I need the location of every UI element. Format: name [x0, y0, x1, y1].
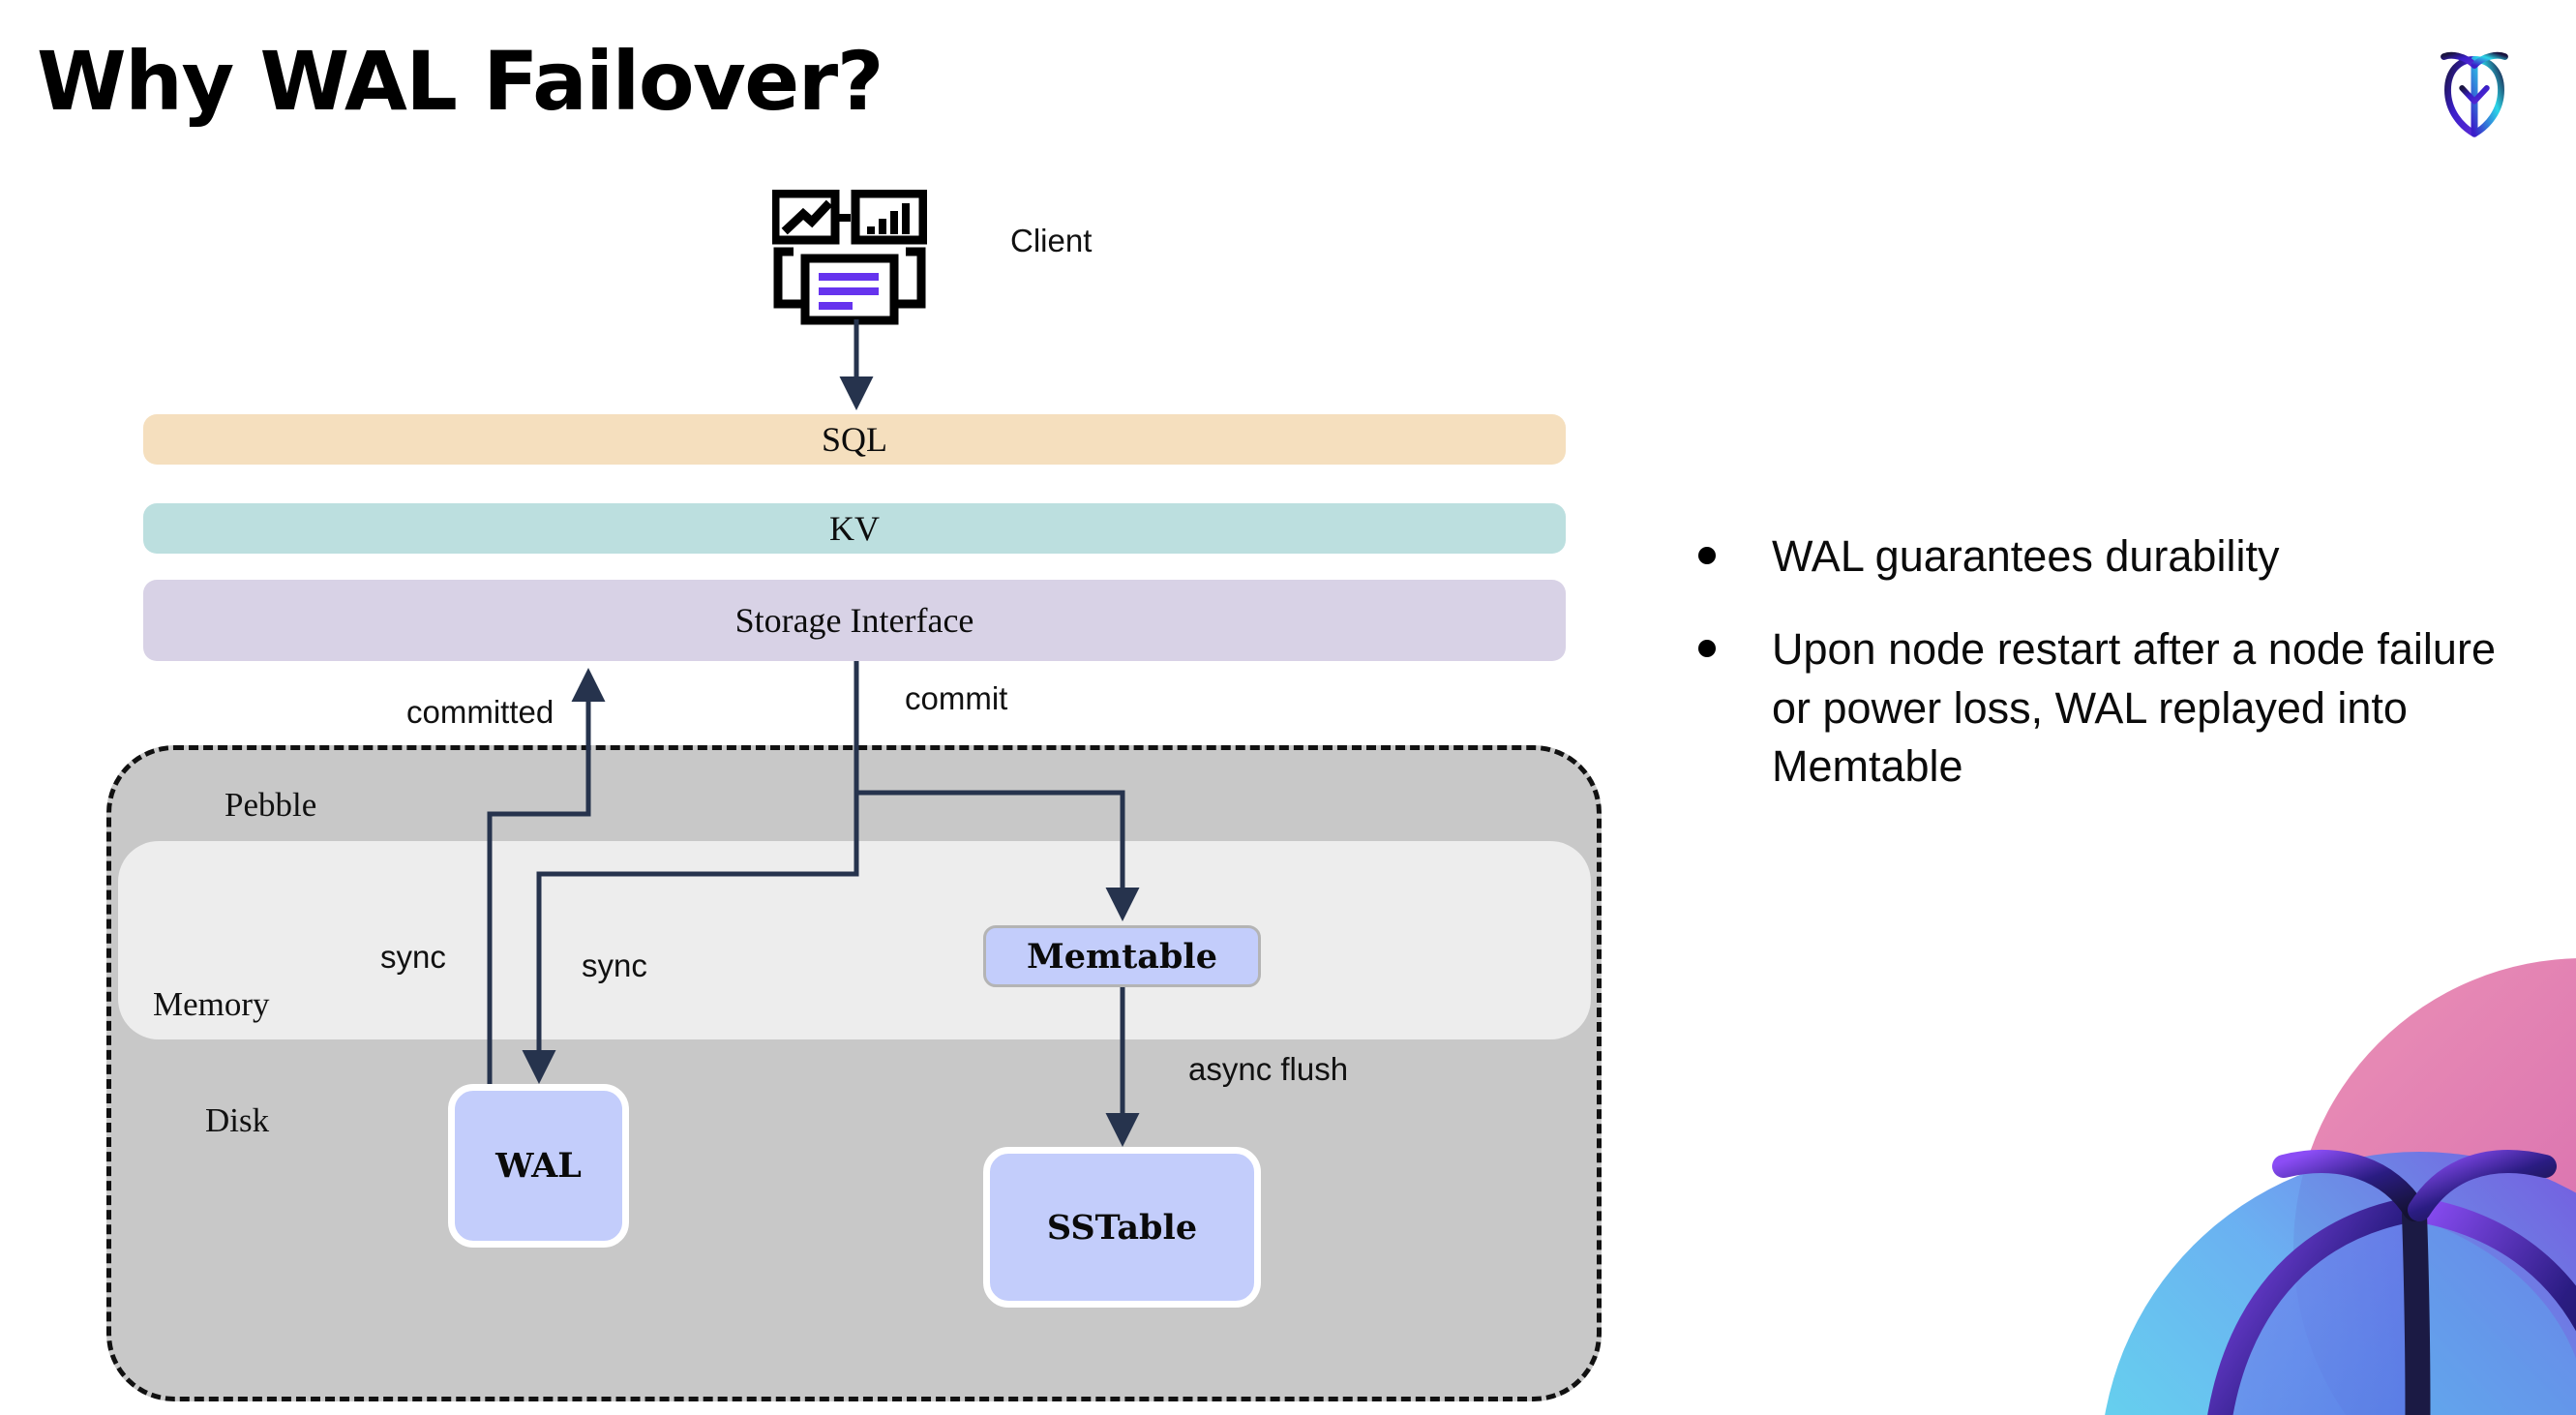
bullet-dot-icon [1698, 640, 1716, 658]
client-label: Client [1010, 223, 1093, 258]
layer-bar-storage-interface-label: Storage Interface [734, 601, 974, 640]
memory-region [118, 841, 1591, 1039]
layer-bar-sql-label: SQL [821, 420, 887, 459]
cockroach-labs-logo-icon [2417, 31, 2531, 145]
bullet-list: WAL guarantees durability Upon node rest… [1698, 527, 2511, 830]
bullet-text: Upon node restart after a node failure o… [1772, 624, 2496, 791]
node-wal-label: WAL [495, 1146, 582, 1186]
layer-bar-storage-interface: Storage Interface [143, 580, 1566, 661]
disk-label: Disk [205, 1101, 270, 1139]
page-title: Why WAL Failover? [37, 34, 884, 129]
node-wal: WAL [448, 1084, 629, 1248]
pebble-label: Pebble [225, 786, 317, 824]
edge-label-sync-b: sync [582, 948, 647, 983]
edge-label-async-flush: async flush [1188, 1051, 1349, 1087]
edge-label-sync-a: sync [380, 939, 446, 975]
node-sstable: SSTable [983, 1147, 1261, 1308]
bullet-text: WAL guarantees durability [1772, 531, 2280, 581]
node-memtable: Memtable [983, 925, 1261, 987]
client-dashboard-icon [770, 189, 928, 325]
bullet-dot-icon [1698, 547, 1716, 564]
node-sstable-label: SSTable [1046, 1207, 1198, 1248]
layer-bar-kv-label: KV [829, 509, 880, 548]
layer-bar-kv: KV [143, 503, 1566, 554]
layer-bar-sql: SQL [143, 414, 1566, 465]
node-memtable-label: Memtable [1027, 936, 1217, 977]
edge-label-commit: commit [905, 680, 1008, 716]
memory-label: Memory [153, 985, 270, 1023]
list-item: Upon node restart after a node failure o… [1698, 620, 2511, 796]
edge-label-committed: committed [406, 694, 554, 730]
cockroach-labs-watermark-icon [1964, 929, 2576, 1415]
list-item: WAL guarantees durability [1698, 527, 2511, 586]
